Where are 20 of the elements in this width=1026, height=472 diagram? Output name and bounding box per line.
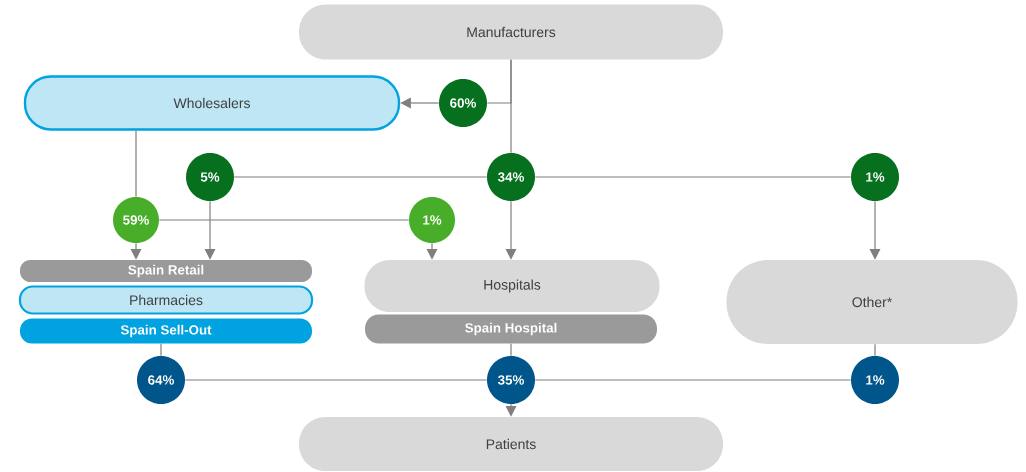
connector: [510, 59, 512, 154]
connector: [400, 97, 440, 109]
label-bar: Spain Hospital: [365, 314, 657, 344]
connector: [184, 379, 488, 381]
connector: [135, 130, 137, 198]
label-bar: Spain Sell-Out: [20, 318, 312, 344]
rounded-box: Patients: [299, 417, 723, 471]
rounded-box: Wholesalers: [23, 75, 401, 131]
connector: [233, 176, 488, 178]
rounded-box: Pharmacies: [18, 285, 314, 315]
connector: [534, 379, 852, 381]
connector: [510, 343, 512, 357]
connector: [158, 219, 410, 221]
connector: [160, 343, 162, 357]
rounded-box: Other*: [726, 260, 1018, 344]
label-bar: Spain Retail: [20, 260, 312, 282]
rounded-box: Manufacturers: [299, 4, 723, 60]
connector: [534, 176, 852, 178]
rounded-box: Hospitals: [364, 260, 660, 312]
connector: [874, 343, 876, 357]
